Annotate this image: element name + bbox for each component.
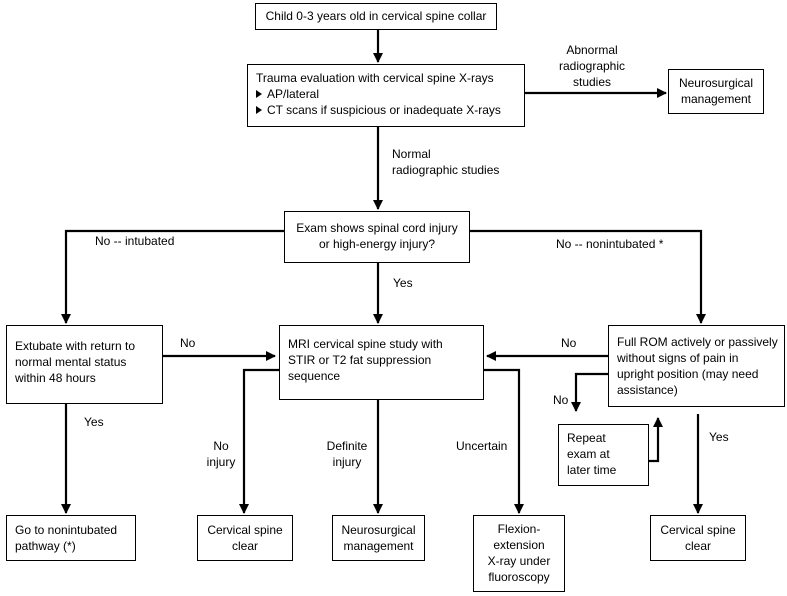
node-mri-study: MRI cervical spine study with STIR or T2… bbox=[279, 325, 484, 400]
edge-label-line: No bbox=[180, 336, 196, 350]
node-line: Flexion- bbox=[497, 522, 541, 536]
node-neurosurgical-management-bottom: Neurosurgical management bbox=[332, 515, 425, 561]
node-start: Child 0-3 years old in cervical spine co… bbox=[255, 3, 497, 30]
edge-label-line: No -- intubated bbox=[95, 234, 175, 248]
node-line: MRI cervical spine study with bbox=[288, 337, 443, 351]
arrow-exam-to-full-rom bbox=[470, 229, 706, 324]
edge-label-line: Yes bbox=[393, 276, 413, 290]
node-trauma-evaluation: Trauma evaluation with cervical spine X-… bbox=[247, 64, 525, 127]
edge-label-line: Abnormal bbox=[566, 43, 618, 57]
node-full-rom: Full ROM actively or passively without s… bbox=[608, 325, 785, 407]
edge-label-no-extubate: No bbox=[180, 335, 195, 351]
edge-label-line: studies bbox=[572, 75, 612, 89]
arrow-mri-to-flexion bbox=[484, 368, 524, 514]
edge-label-no-nonintubated: No -- nonintubated * bbox=[556, 236, 663, 252]
node-line: Neurosurgical bbox=[341, 523, 416, 537]
node-line: Cervical spine bbox=[207, 523, 283, 537]
node-cervical-spine-clear-middle: Cervical spine clear bbox=[197, 515, 293, 561]
node-line: X-ray under bbox=[487, 554, 551, 568]
node-line: extension bbox=[493, 538, 545, 552]
edge-label-uncertain: Uncertain bbox=[456, 438, 507, 454]
edge-label-yes-exam: Yes bbox=[393, 275, 413, 291]
arrow-repeat-to-full-rom bbox=[649, 417, 663, 463]
edge-label-yes-rom: Yes bbox=[709, 429, 729, 445]
node-exam-decision: Exam shows spinal cord injury or high-en… bbox=[284, 211, 470, 263]
node-line: Extubate with return to bbox=[15, 339, 136, 353]
node-line: management bbox=[343, 539, 414, 553]
node-line: assistance) bbox=[617, 383, 678, 397]
edge-label-line: No bbox=[561, 336, 577, 350]
node-line: fluoroscopy bbox=[488, 570, 550, 584]
node-flexion-extension: Flexion- extension X-ray under fluorosco… bbox=[473, 515, 565, 592]
edge-label-no-intubated: No -- intubated bbox=[95, 233, 174, 249]
node-line: sequence bbox=[288, 369, 341, 383]
arrow-full-rom-to-repeat bbox=[571, 372, 608, 412]
edge-label-line: radiographic bbox=[558, 59, 626, 73]
edge-label-abnormal: Abnormal radiographic studies bbox=[548, 42, 636, 90]
node-start-line-1: Child 0-3 years old in cervical spine co… bbox=[265, 9, 487, 23]
edge-label-definite-injury: Definite injury bbox=[320, 438, 374, 470]
bullet-triangle-icon bbox=[256, 106, 262, 114]
node-line: later time bbox=[567, 463, 617, 477]
edge-label-line: Uncertain bbox=[456, 439, 508, 453]
arrow-exam-to-extubate bbox=[61, 229, 284, 324]
node-neurosurgical-management-top: Neurosurgical management bbox=[668, 69, 764, 114]
edge-label-line: Yes bbox=[84, 415, 104, 429]
node-line: STIR or T2 fat suppression bbox=[288, 353, 432, 367]
edge-label-line: injury bbox=[206, 455, 236, 469]
node-line: upright position (may need bbox=[617, 367, 759, 381]
node-line: clear bbox=[231, 539, 258, 553]
edge-label-no-rom-to-mri: No bbox=[561, 335, 576, 351]
edge-label-line: Yes bbox=[709, 430, 729, 444]
edge-label-no-injury: No injury bbox=[204, 438, 238, 470]
bullet-item: AP/lateral bbox=[256, 86, 516, 102]
node-line: pathway (*) bbox=[15, 539, 76, 553]
node-extubate: Extubate with return to normal mental st… bbox=[6, 325, 163, 404]
edge-label-normal: Normal radiographic studies bbox=[392, 146, 499, 178]
node-line: without signs of pain in bbox=[617, 351, 739, 365]
node-line: Neurosurgical bbox=[678, 76, 754, 90]
node-line: clear bbox=[684, 539, 711, 553]
bullet-triangle-icon bbox=[256, 90, 262, 98]
node-trauma-evaluation-title: Trauma evaluation with cervical spine X-… bbox=[256, 71, 494, 85]
edge-label-yes-extubate: Yes bbox=[84, 414, 104, 430]
node-go-nonintubated: Go to nonintubated pathway (*) bbox=[6, 515, 136, 561]
bullet-text: AP/lateral bbox=[267, 87, 320, 101]
node-line: exam at bbox=[567, 447, 610, 461]
edge-label-line: radiographic studies bbox=[392, 163, 500, 177]
bullet-item: CT scans if suspicious or inadequate X-r… bbox=[256, 102, 516, 118]
node-cervical-spine-clear-right: Cervical spine clear bbox=[650, 515, 746, 561]
node-line: Full ROM actively or passively bbox=[617, 335, 778, 349]
edge-label-line: No bbox=[553, 393, 569, 407]
node-line: or high-energy injury? bbox=[318, 237, 436, 251]
edge-label-no-rom-to-repeat: No bbox=[553, 392, 568, 408]
edge-label-line: injury bbox=[332, 455, 362, 469]
arrow-mri-to-clear bbox=[239, 368, 279, 514]
node-line: management bbox=[680, 92, 752, 106]
edge-label-line: Definite bbox=[326, 439, 368, 453]
node-line: Repeat bbox=[567, 431, 606, 445]
edge-label-line: No -- nonintubated * bbox=[556, 237, 664, 251]
node-repeat-exam: Repeat exam at later time bbox=[558, 424, 649, 486]
node-line: within 48 hours bbox=[15, 371, 96, 385]
edge-label-line: Normal bbox=[392, 147, 431, 161]
node-line: Exam shows spinal cord injury bbox=[296, 221, 458, 235]
bullet-text: CT scans if suspicious or inadequate X-r… bbox=[267, 103, 501, 117]
node-line: Cervical spine bbox=[660, 523, 736, 537]
node-line: normal mental status bbox=[15, 355, 127, 369]
node-line: Go to nonintubated bbox=[15, 523, 118, 537]
edge-label-line: No bbox=[213, 439, 229, 453]
